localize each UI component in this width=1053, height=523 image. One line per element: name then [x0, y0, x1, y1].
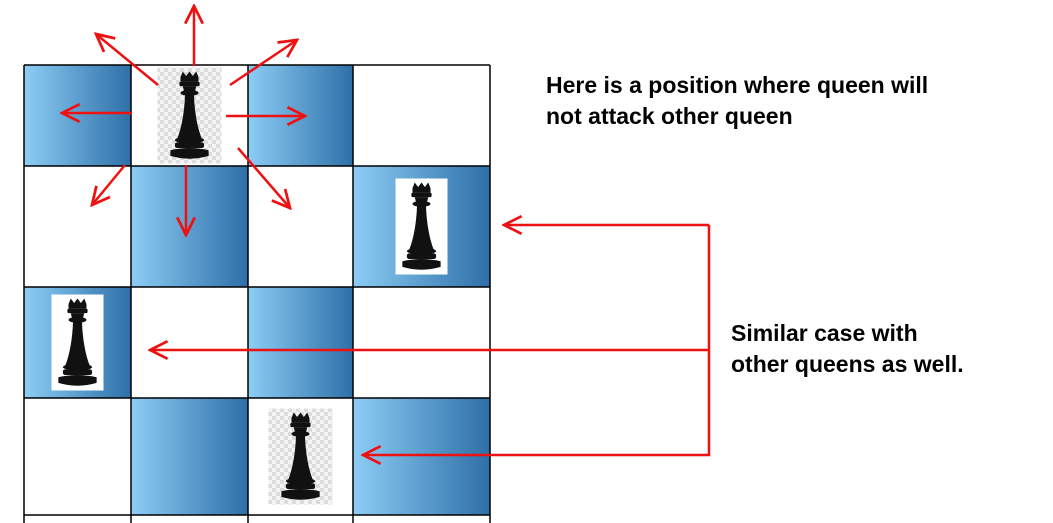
arrow-down-right: [237, 147, 290, 208]
white-square: [24, 166, 131, 287]
white-square: [24, 398, 131, 515]
arrow-up-right: [229, 40, 297, 87]
similar-case-line-1: Similar case with: [731, 320, 918, 346]
blue-square: [131, 166, 248, 287]
blue-square: [248, 287, 353, 398]
chess-board: [23, 64, 491, 523]
arrow-to-bottom-queen: [363, 225, 711, 455]
white-square: [353, 65, 490, 166]
white-square: [131, 287, 248, 398]
blue-square: [353, 398, 490, 515]
arrow-up-left: [96, 34, 159, 86]
white-square: [353, 287, 490, 398]
blue-square: [131, 398, 248, 515]
arrow-down-left: [92, 164, 126, 205]
blue-square: [24, 65, 131, 166]
position-explanation: Here is a position where queen will not …: [546, 70, 928, 132]
similar-case-line-2: other queens as well.: [731, 351, 964, 377]
position-explanation-line-2: not attack other queen: [546, 103, 793, 129]
attack-arrows: [62, 6, 711, 455]
position-explanation-line-1: Here is a position where queen will: [546, 72, 929, 98]
similar-case-note: Similar case with other queens as well.: [731, 318, 964, 380]
white-square: [248, 166, 353, 287]
